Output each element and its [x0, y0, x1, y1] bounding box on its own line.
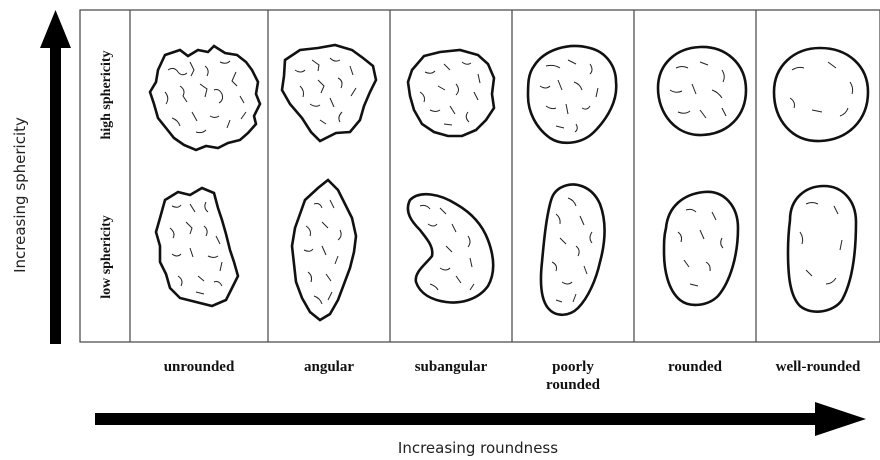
- roundness-arrow: [95, 402, 866, 436]
- col-label-angular: angular: [304, 359, 354, 375]
- sphericity-axis-label: Increasing sphericity: [11, 117, 29, 273]
- grain-unrounded-low: [156, 188, 238, 306]
- grain-unrounded-high: [150, 46, 260, 150]
- grain-well-rounded-high: [774, 48, 868, 141]
- col-label-poorly-rounded-line2: rounded: [546, 377, 601, 393]
- row-label-high-sphericity: high sphericity: [99, 50, 114, 139]
- col-label-poorly-rounded-line1: poorly: [552, 359, 594, 375]
- roundness-axis-label: Increasing roundness: [398, 439, 558, 457]
- grain-poorly-rounded-high: [528, 46, 616, 143]
- grain-angular-high: [282, 45, 376, 141]
- grain-rounded-low: [664, 192, 738, 305]
- col-label-rounded: rounded: [668, 359, 723, 375]
- grain-poorly-rounded-low: [541, 185, 605, 315]
- sphericity-arrow: [40, 10, 71, 344]
- col-label-unrounded: unrounded: [164, 359, 235, 375]
- grain-subangular-low: [408, 194, 493, 302]
- col-label-well-rounded: well-rounded: [776, 359, 861, 375]
- row-label-low-sphericity: low sphericity: [99, 215, 114, 299]
- grain-rounded-high: [658, 47, 746, 135]
- col-label-subangular: subangular: [415, 359, 488, 375]
- grain-subangular-high: [408, 50, 494, 136]
- grain-well-rounded-low: [788, 186, 856, 312]
- grain-angular-low: [292, 180, 356, 320]
